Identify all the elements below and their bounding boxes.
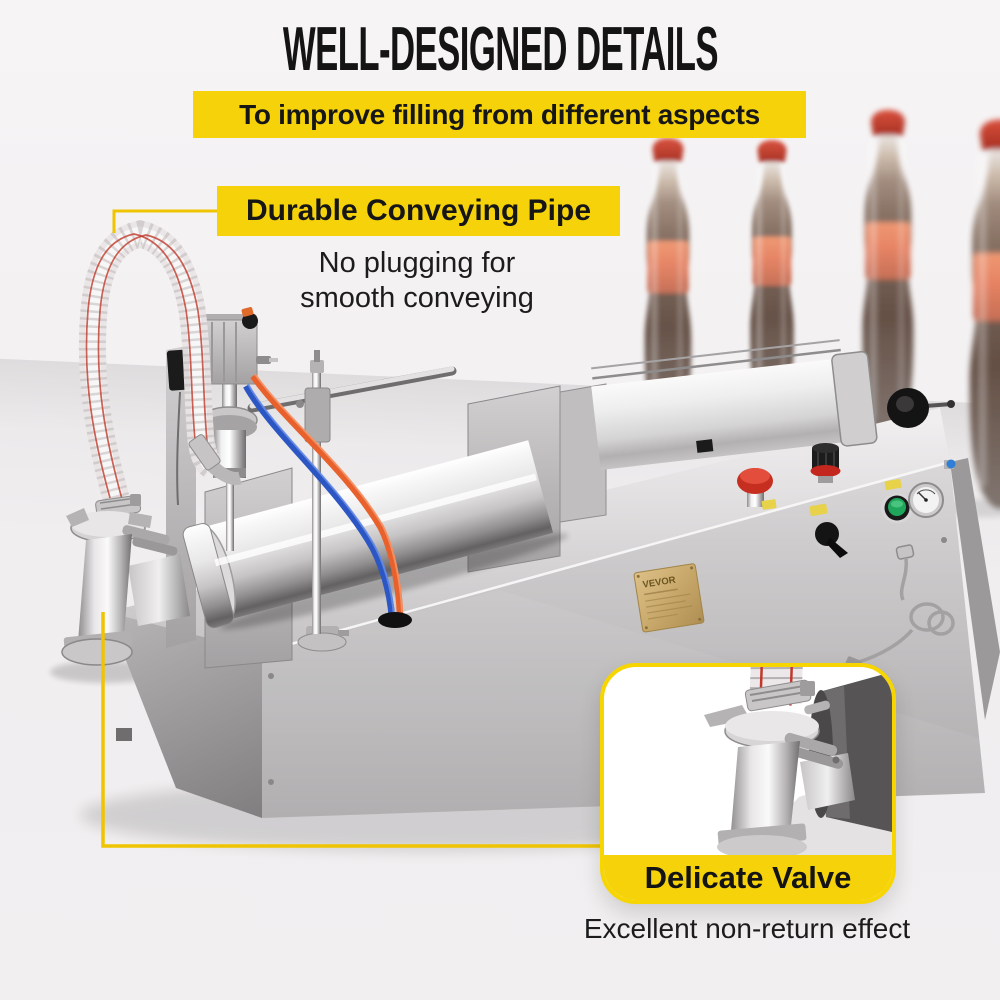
stroke-adjust-wheel [887,388,955,428]
warning-label-2 [809,503,828,517]
emergency-stop-button [737,468,773,507]
warning-label-3 [884,478,902,491]
pressure-gauge [908,482,944,518]
start-button [881,493,913,523]
callout-valve-label: Delicate Valve [604,855,892,900]
subtitle-banner: To improve filling from different aspect… [193,91,806,138]
callout-pipe-label: Durable Conveying Pipe [217,186,620,236]
valve-assembly [61,494,190,666]
callout-valve-description: Excellent non-return effect [583,913,911,944]
pneumatic-tubes [243,373,412,628]
conveying-pipe-hose [78,220,242,502]
nameplate-brand-text: VEVOR [642,575,677,591]
head-fitting-cap [242,313,258,329]
pressure-regulator-knob [810,443,841,483]
air-cylinder-mount [559,383,607,523]
air-cylinder [591,339,878,470]
valve-closeup-image [704,667,892,855]
bottle-4 [969,119,1000,509]
warning-label-1 [761,499,777,510]
page-title: WELL-DESIGNED DETAILS [0,15,1000,84]
leader-line-valve [101,612,600,848]
control-panel [737,443,956,558]
callout-pipe-line1: No plugging for [318,247,516,279]
leader-line-pipe [112,209,217,233]
callout-pipe-description: No plugging for smooth conveying [267,246,567,316]
filling-head [200,307,278,551]
page-title-text: WELL-DESIGNED DETAILS [282,15,718,84]
selector-switch [811,519,848,558]
callout-pipe-line2: smooth conveying [300,282,534,314]
air-inlet-fitting [944,459,956,469]
nozzle-support-rod [247,350,457,652]
nameplate: VEVOR [633,563,705,633]
inset-card: Delicate Valve [600,663,896,904]
